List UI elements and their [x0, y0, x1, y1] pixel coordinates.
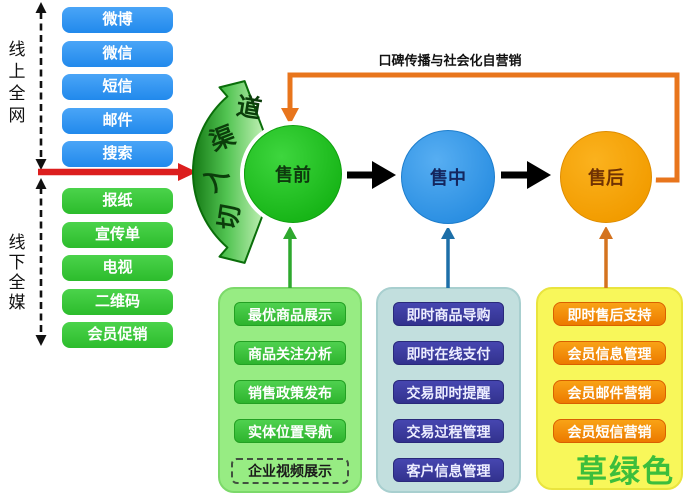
channel-chip-email: 邮件 — [62, 107, 173, 134]
stage-label-aftersale: 售后 — [588, 168, 624, 188]
channel-chip-flyer: 宣传单 — [62, 221, 173, 248]
aftersale-item: 即时售后支持 — [553, 302, 666, 326]
stage-circle-insale: 售中 — [401, 130, 495, 224]
watermark-text: 草绿色 — [576, 454, 675, 489]
aftersale-item: 会员短信营销 — [553, 419, 666, 443]
aftersale-connector-arrow — [599, 226, 613, 288]
aftersale-panel: 即时售后支持 会员信息管理 会员邮件营销 会员短信营销 — [536, 287, 683, 490]
online-media-label: 线上全网 — [8, 40, 26, 125]
red-entry-arrow — [38, 163, 197, 181]
channel-chip-newspaper: 报纸 — [62, 188, 173, 214]
insale-item: 交易过程管理 — [393, 419, 504, 443]
insale-item: 客户信息管理 — [393, 458, 504, 482]
offline-span-arrow — [35, 178, 47, 346]
channel-chip-tv: 电视 — [62, 255, 173, 281]
presale-item: 最优商品展示 — [234, 302, 346, 326]
stage-circle-aftersale: 售后 — [560, 131, 652, 223]
presale-item: 商品关注分析 — [234, 341, 346, 365]
stage-label-insale: 售中 — [430, 168, 466, 188]
presale-panel: 最优商品展示 商品关注分析 销售政策发布 实体位置导航 企业视频展示 — [218, 287, 362, 493]
channel-chip-sms: 短信 — [62, 74, 173, 100]
feedback-loop-arrow — [281, 72, 680, 183]
stage-label-presale: 售前 — [275, 165, 311, 185]
presale-item: 实体位置导航 — [234, 419, 346, 443]
offline-media-label: 线下全媒 — [8, 233, 26, 312]
feedback-loop-label: 口碑传播与社会化自营销 — [378, 53, 522, 68]
channel-chip-wechat: 微信 — [62, 40, 173, 67]
channel-chip-qrcode: 二维码 — [62, 288, 173, 315]
flow-arrow-pre-to-mid — [347, 161, 396, 189]
channel-chip-search: 搜索 — [62, 141, 173, 167]
insale-connector-arrow — [441, 226, 455, 288]
insale-item: 即时商品导购 — [393, 302, 504, 326]
aftersale-item: 会员信息管理 — [553, 341, 666, 365]
aftersale-item: 会员邮件营销 — [553, 380, 666, 404]
presale-connector-arrow — [283, 226, 297, 288]
insale-item: 交易即时提醒 — [393, 380, 504, 404]
presale-item: 销售政策发布 — [234, 380, 346, 404]
channel-chip-weibo: 微博 — [62, 7, 173, 33]
channel-chip-member-promo: 会员促销 — [62, 322, 173, 348]
insale-panel: 即时商品导购 即时在线支付 交易即时提醒 交易过程管理 客户信息管理 — [376, 287, 521, 493]
presale-item-dashed: 企业视频展示 — [231, 458, 349, 484]
stage-circle-presale: 售前 — [244, 125, 342, 223]
insale-item: 即时在线支付 — [393, 341, 504, 365]
flow-arrow-mid-to-after — [501, 161, 551, 189]
online-span-arrow — [35, 2, 47, 170]
